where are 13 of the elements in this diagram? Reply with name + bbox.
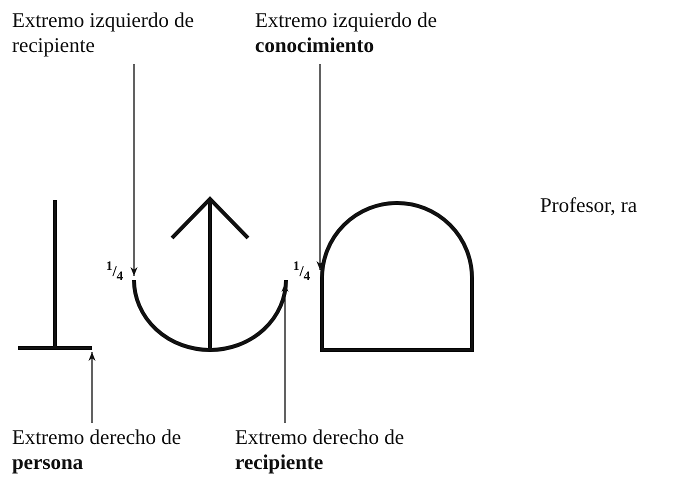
word-label: Profesor, ra: [540, 193, 638, 217]
callout-text: Extremo izquierdo de recipiente: [12, 8, 212, 58]
fraction-label: $^{1}$/$_{4}$: [106, 257, 124, 285]
callout-text: Extremo derecho de recipiente: [235, 425, 440, 475]
leader-line: [130, 64, 138, 276]
callout-text: Extremo izquierdo de conocimiento: [255, 8, 460, 58]
knowledge-symbol-drawing: [320, 201, 474, 352]
callout-text: Extremo derecho de persona: [12, 425, 217, 475]
fraction-label: $^{1}$/$_{4}$: [293, 257, 310, 285]
person-symbol-drawing: [16, 198, 94, 350]
leader-line: [316, 64, 324, 270]
leader-line: [88, 352, 96, 423]
container-arrow-symbol-drawing: [132, 197, 288, 352]
